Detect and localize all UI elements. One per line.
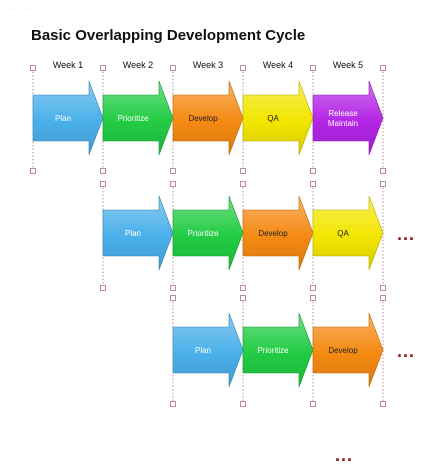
cycle-2-continues: ... <box>397 224 416 244</box>
week-header-2: Week 2 <box>122 60 154 70</box>
guide-marker-c2-w5-0 <box>310 181 316 187</box>
guide-marker-c2-w6-0 <box>380 181 386 187</box>
arrow-shape-cycle-1-plan <box>32 80 104 156</box>
week-header-4: Week 4 <box>262 60 294 70</box>
arrow-cycle-1-qa: QA <box>242 80 314 156</box>
guide-marker-c1-w5-1 <box>310 168 316 174</box>
more-cycles: ... <box>335 445 354 465</box>
cycle-3-continues: ... <box>397 341 416 361</box>
arrow-shape-cycle-2-develop <box>242 195 314 271</box>
arrow-shape-cycle-3-prioritize <box>242 312 314 388</box>
guide-marker-c2-w5-1 <box>310 285 316 291</box>
diagram-title: Basic Overlapping Development Cycle <box>31 27 306 44</box>
arrow-label-cycle-1-qa: QA <box>267 114 279 123</box>
arrow-shape-cycle-3-plan <box>172 312 244 388</box>
guide-marker-c1-w5-0 <box>310 65 316 71</box>
arrow-label-cycle-1-plan: Plan <box>55 114 71 123</box>
guide-marker-c2-w4-0 <box>240 181 246 187</box>
arrow-label-cycle-3-plan: Plan <box>195 346 211 355</box>
arrow-cycle-1-prioritize: Prioritize <box>102 80 174 156</box>
arrow-shape-cycle-2-qa <box>312 195 384 271</box>
guide-marker-c1-w6-1 <box>380 168 386 174</box>
arrow-cycle-1-develop: Develop <box>172 80 244 156</box>
guide-marker-c3-w3-0 <box>170 295 176 301</box>
guide-marker-c1-w4-0 <box>240 65 246 71</box>
guide-marker-c1-w1-1 <box>30 168 36 174</box>
guide-marker-c2-w2-1 <box>100 285 106 291</box>
arrow-cycle-2-qa: QA <box>312 195 384 271</box>
arrow-cycle-2-prioritize: Prioritize <box>172 195 244 271</box>
week-header-1: Week 1 <box>52 60 84 70</box>
guide-marker-c1-w1-0 <box>30 65 36 71</box>
arrow-label-cycle-1-prioritize: Prioritize <box>117 114 149 123</box>
arrow-cycle-3-develop: Develop <box>312 312 384 388</box>
arrow-shape-cycle-1-qa <box>242 80 314 156</box>
arrow-cycle-2-plan: Plan <box>102 195 174 271</box>
guide-marker-c1-w2-0 <box>100 65 106 71</box>
arrow-label-cycle-3-prioritize: Prioritize <box>257 346 289 355</box>
arrow-label-cycle-2-develop: Develop <box>258 229 288 238</box>
arrow-cycle-1-plan: Plan <box>32 80 104 156</box>
guide-marker-c1-w3-0 <box>170 65 176 71</box>
guide-marker-c3-w3-1 <box>170 401 176 407</box>
guide-marker-c1-w6-0 <box>380 65 386 71</box>
arrow-label-cycle-1-release-0: Release <box>328 109 358 118</box>
arrow-shape-cycle-1-develop <box>172 80 244 156</box>
arrow-label-cycle-1-release-1: Maintain <box>328 119 358 128</box>
guide-marker-c2-w6-1 <box>380 285 386 291</box>
arrow-shape-cycle-2-plan <box>102 195 174 271</box>
arrow-label-cycle-1-develop: Develop <box>188 114 218 123</box>
guide-marker-c3-w5-1 <box>310 401 316 407</box>
arrow-label-cycle-3-develop: Develop <box>328 346 358 355</box>
week-header-3: Week 3 <box>192 60 224 70</box>
guide-marker-c3-w4-0 <box>240 295 246 301</box>
arrow-label-cycle-2-plan: Plan <box>125 229 141 238</box>
guide-marker-c1-w3-1 <box>170 168 176 174</box>
guide-marker-c3-w4-1 <box>240 401 246 407</box>
arrow-label-cycle-2-prioritize: Prioritize <box>187 229 219 238</box>
guide-marker-c1-w4-1 <box>240 168 246 174</box>
arrow-shape-cycle-1-release <box>312 80 384 156</box>
guide-marker-c3-w5-0 <box>310 295 316 301</box>
guide-marker-c1-w2-1 <box>100 168 106 174</box>
arrow-cycle-3-prioritize: Prioritize <box>242 312 314 388</box>
week-header-5: Week 5 <box>332 60 364 70</box>
arrow-cycle-2-develop: Develop <box>242 195 314 271</box>
arrow-shape-cycle-2-prioritize <box>172 195 244 271</box>
guide-marker-c3-w6-1 <box>380 401 386 407</box>
guide-marker-c2-w3-1 <box>170 285 176 291</box>
arrow-shape-cycle-3-develop <box>312 312 384 388</box>
arrow-shape-cycle-1-prioritize <box>102 80 174 156</box>
guide-marker-c2-w3-0 <box>170 181 176 187</box>
guide-marker-c3-w6-0 <box>380 295 386 301</box>
guide-marker-c2-w4-1 <box>240 285 246 291</box>
arrow-label-cycle-2-qa: QA <box>337 229 349 238</box>
arrow-cycle-3-plan: Plan <box>172 312 244 388</box>
guide-marker-c2-w2-0 <box>100 181 106 187</box>
corner-note: · · · · · · <box>6 6 30 13</box>
